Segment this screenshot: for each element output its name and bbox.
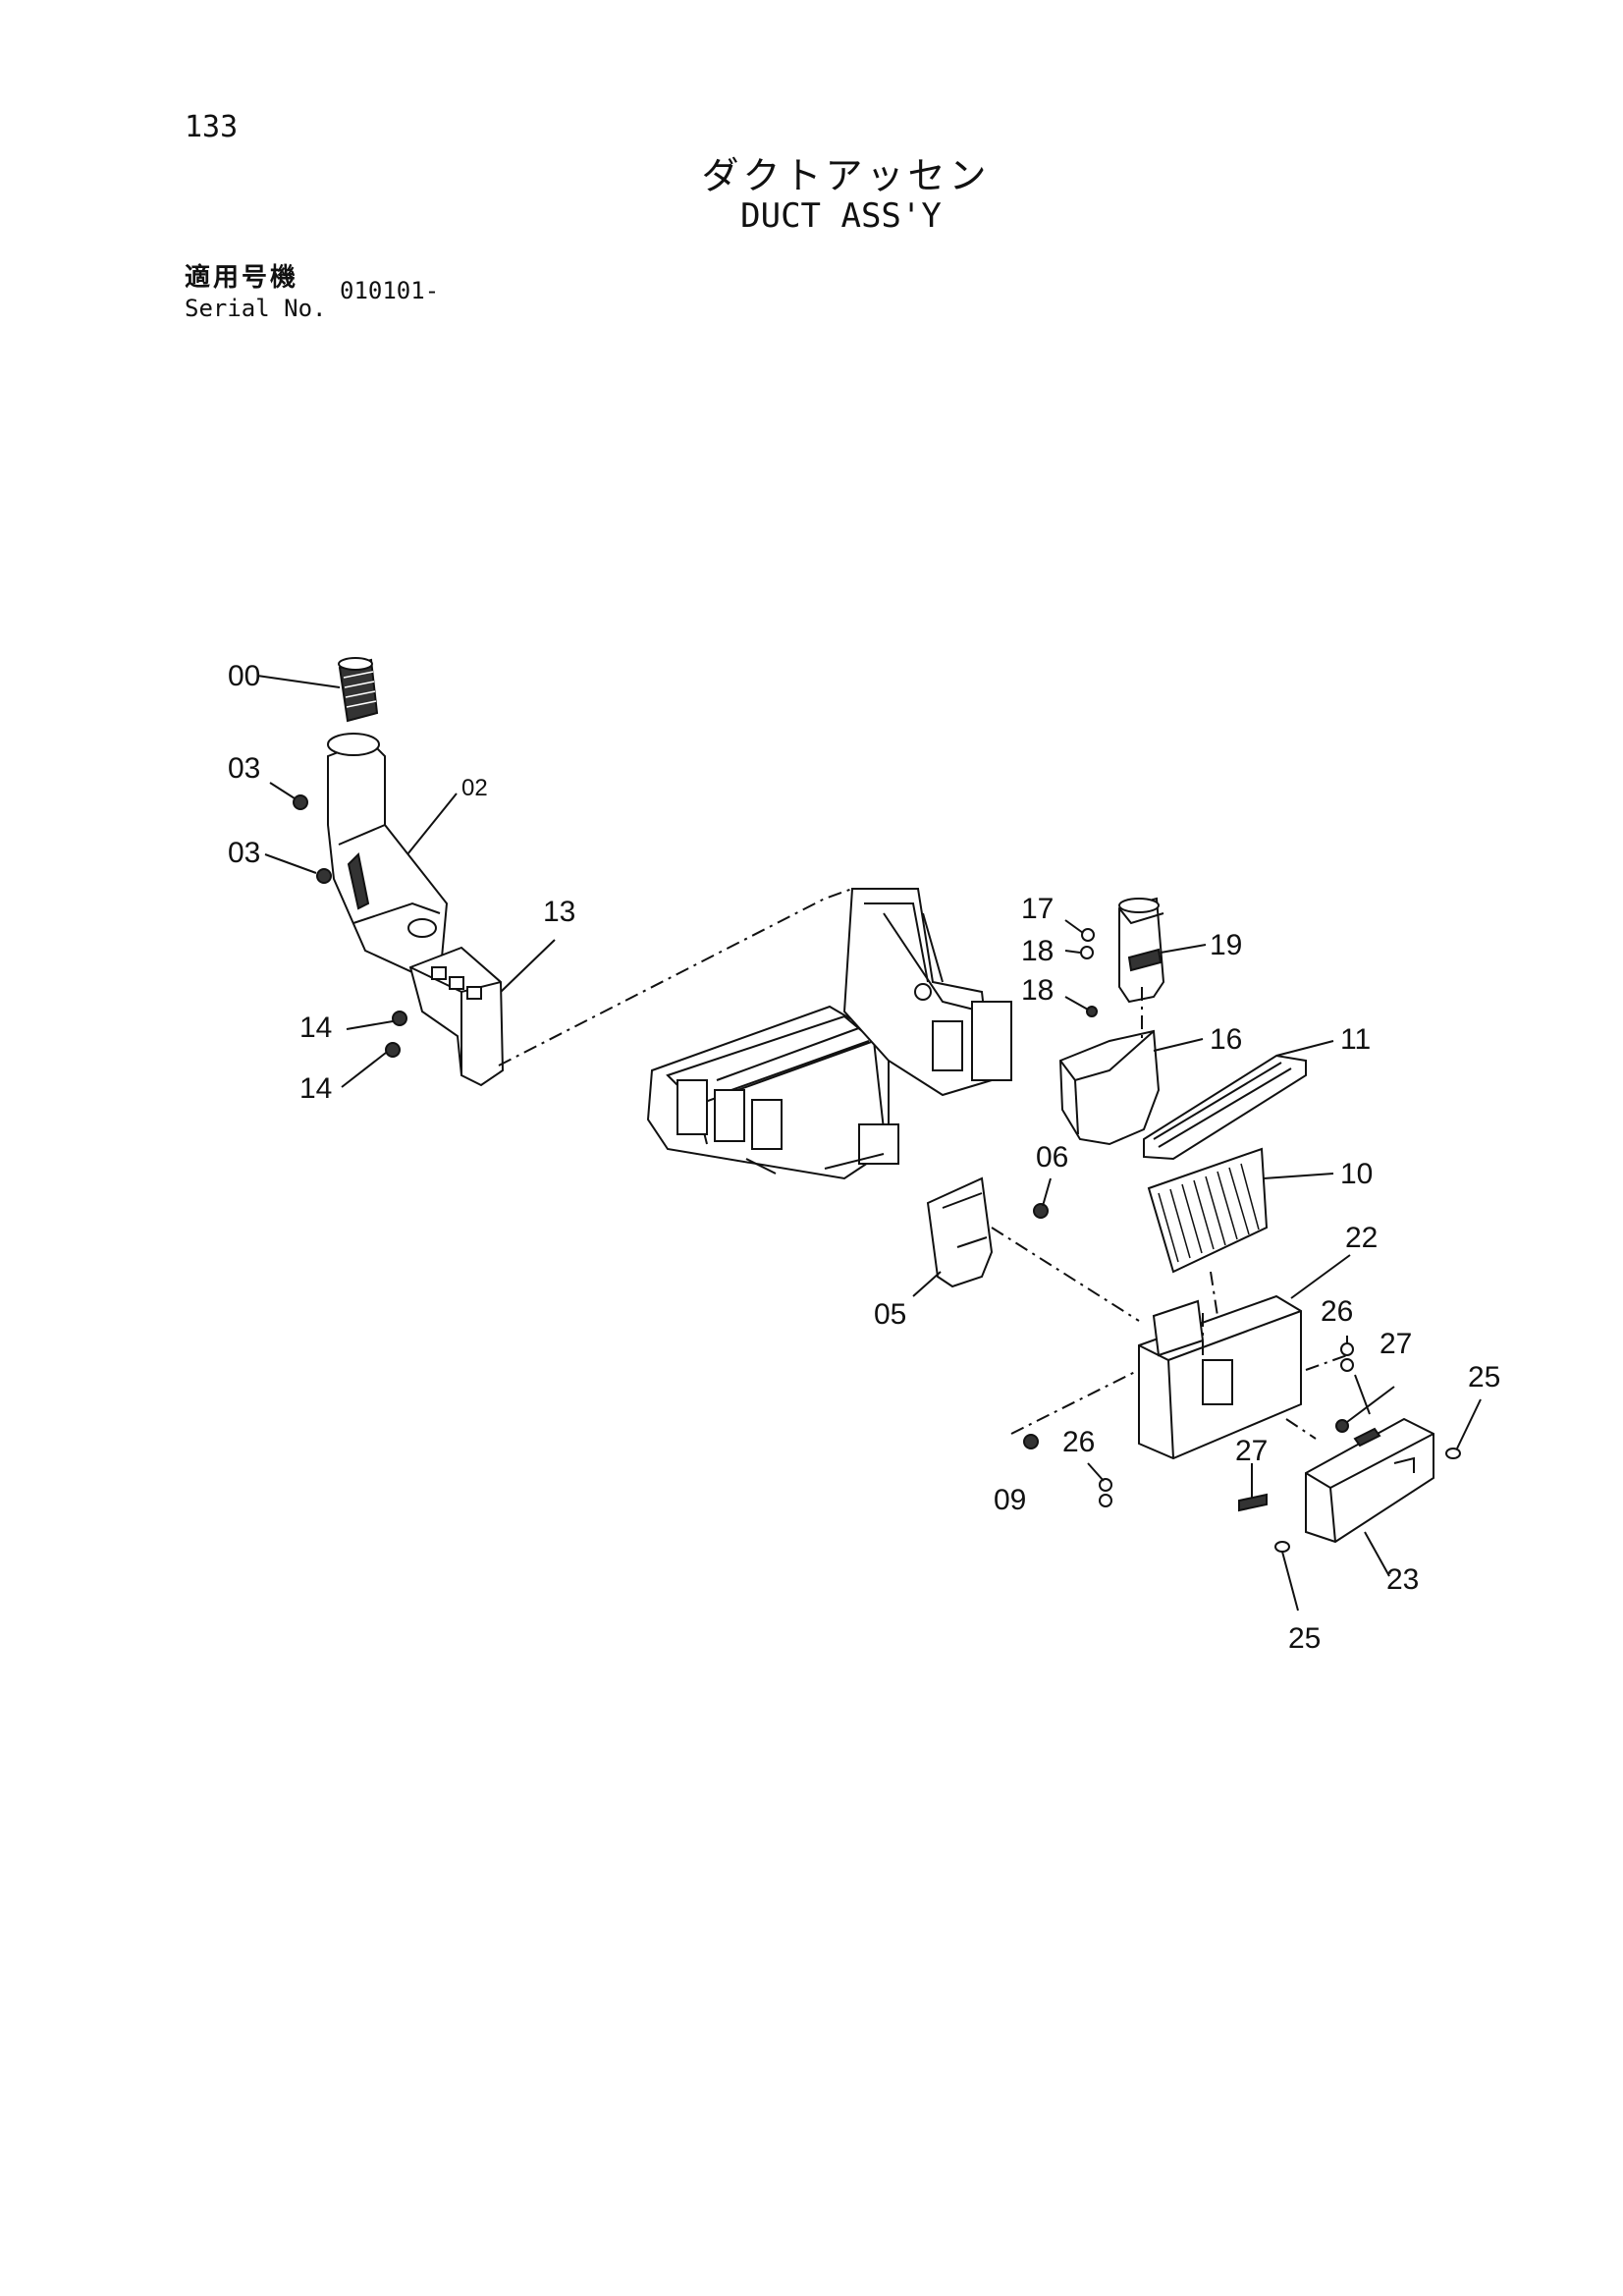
callout-02: 02 bbox=[461, 775, 488, 801]
callout-10: 10 bbox=[1340, 1158, 1373, 1190]
page-title-japanese: ダクトアッセン bbox=[701, 154, 991, 197]
callout-23: 23 bbox=[1386, 1563, 1419, 1596]
part-23-outer-cover bbox=[1305, 1417, 1434, 1544]
callout-19: 19 bbox=[1210, 929, 1242, 961]
page-title-english: DUCT ASS'Y bbox=[740, 196, 942, 236]
part-00-louver bbox=[338, 657, 379, 723]
assembly-center-lines bbox=[498, 888, 1348, 1440]
callout-26-left: 26 bbox=[1062, 1426, 1095, 1458]
fasteners bbox=[293, 794, 1461, 1553]
serial-label-english: Serial No. bbox=[185, 295, 327, 322]
callout-18-lower: 18 bbox=[1021, 974, 1054, 1007]
part-10-filter bbox=[1147, 1147, 1269, 1274]
callout-05: 05 bbox=[874, 1298, 906, 1331]
callout-03-lower: 03 bbox=[228, 837, 260, 869]
callout-18-upper: 18 bbox=[1021, 935, 1054, 967]
callout-17: 17 bbox=[1021, 893, 1054, 925]
callout-06: 06 bbox=[1036, 1141, 1068, 1174]
callout-25-right: 25 bbox=[1468, 1361, 1500, 1394]
leader-lines bbox=[256, 675, 1482, 1612]
callout-09: 09 bbox=[994, 1484, 1026, 1516]
callout-13: 13 bbox=[543, 896, 575, 928]
part-19-vent-duct bbox=[1118, 897, 1165, 1004]
part-13-lower-duct bbox=[408, 946, 505, 1087]
callout-16: 16 bbox=[1210, 1023, 1242, 1056]
callout-03-upper: 03 bbox=[228, 752, 260, 785]
callout-00: 00 bbox=[228, 660, 260, 692]
callout-22: 22 bbox=[1345, 1222, 1378, 1254]
heater-unit-body bbox=[646, 888, 1012, 1180]
serial-number-value: 010101- bbox=[340, 277, 440, 304]
callout-25-left: 25 bbox=[1288, 1622, 1321, 1655]
part-11-filter-cover bbox=[1143, 1054, 1307, 1161]
part-22-intake-housing bbox=[1138, 1294, 1302, 1460]
callout-14-upper: 14 bbox=[299, 1011, 332, 1044]
part-16-curved-duct bbox=[1058, 1029, 1161, 1146]
part-02-upper-duct bbox=[327, 733, 449, 974]
serial-label-japanese: 適用号機 bbox=[185, 263, 299, 293]
callout-labels: 00 03 03 02 13 14 14 17 18 18 19 16 11 0… bbox=[228, 660, 1500, 1655]
callout-26-right: 26 bbox=[1321, 1295, 1353, 1328]
callout-27-right: 27 bbox=[1380, 1328, 1412, 1360]
callout-11: 11 bbox=[1340, 1023, 1371, 1056]
page-number: 133 bbox=[185, 110, 239, 144]
part-05-side-duct bbox=[926, 1176, 994, 1288]
callout-27-left: 27 bbox=[1235, 1435, 1268, 1467]
callout-14-lower: 14 bbox=[299, 1072, 332, 1105]
